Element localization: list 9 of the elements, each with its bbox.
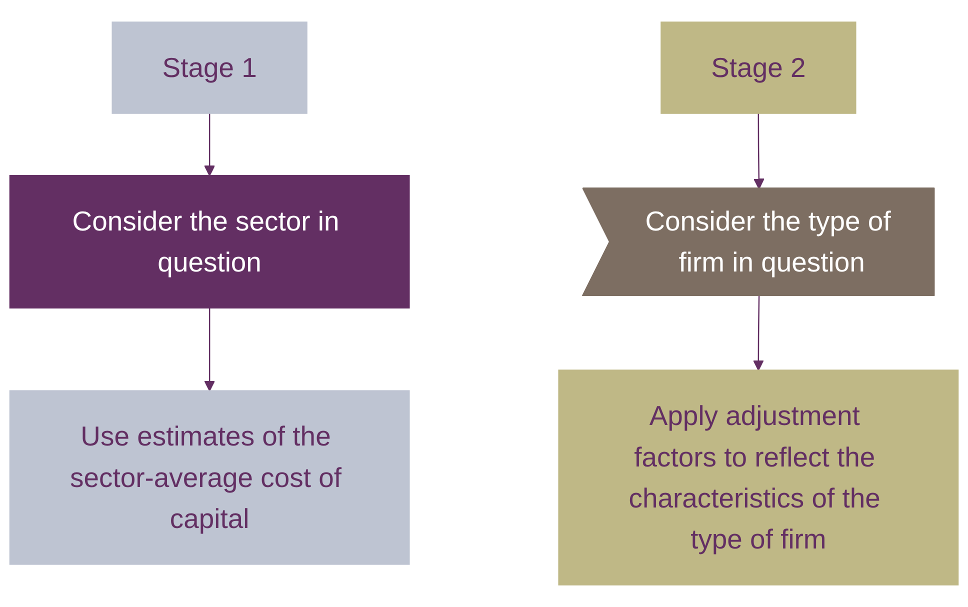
node-box: Stage 2 [660,22,856,114]
arrow [204,113,216,176]
node-box: Use estimates of the sector-average cost of capital [9,390,410,565]
arrow [204,308,216,392]
arrow [752,296,764,371]
arrow [753,113,764,190]
node-box: Stage 1 [112,22,308,114]
node-box: Consider the sector in question [9,175,410,308]
node-box: Apply adjustment factors to reflect the characteristics of the type of firm [558,370,959,586]
